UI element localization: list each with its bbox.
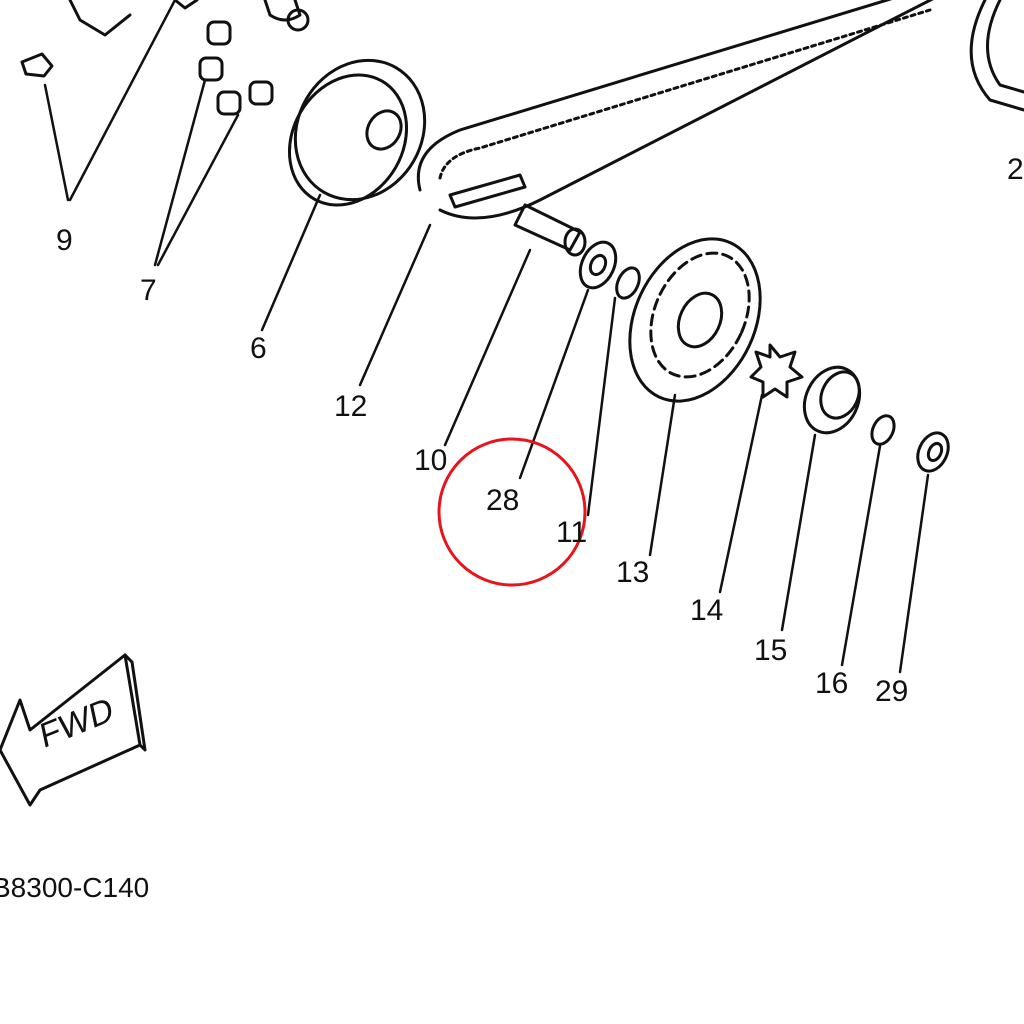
leader-line-7	[153, 78, 240, 267]
callout-16: 16	[815, 667, 849, 700]
callout-12: 12	[334, 390, 368, 423]
callout-2: 2	[1007, 153, 1024, 186]
callout-28: 28	[486, 484, 520, 517]
callout-11: 11	[556, 516, 588, 549]
callout-6: 6	[250, 332, 267, 365]
fixed-sheave-fan	[628, 237, 762, 557]
thin-washer	[586, 266, 641, 517]
nut-cup	[780, 365, 862, 632]
clutch-housing	[969, 0, 1024, 112]
primary-sheave	[260, 58, 427, 332]
drawing-code: B8300-C140	[0, 872, 150, 903]
weight-rollers	[198, 20, 274, 116]
leader-line-9	[43, 0, 177, 202]
collar	[443, 203, 587, 447]
washer	[518, 240, 618, 480]
lock-washer	[840, 414, 896, 667]
callout-7: 7	[140, 274, 157, 307]
callout-9: 9	[56, 224, 73, 257]
slider-parts	[20, 0, 310, 78]
highlight-circle	[437, 437, 587, 587]
v-belt	[358, 0, 934, 387]
callout-13: 13	[616, 556, 650, 589]
callout-29: 29	[875, 675, 909, 708]
callout-15: 15	[754, 634, 788, 667]
callout-14: 14	[690, 594, 724, 627]
fwd-arrow	[0, 653, 147, 807]
spacer-star	[718, 343, 804, 594]
callout-10: 10	[414, 444, 448, 477]
nut	[898, 431, 950, 674]
